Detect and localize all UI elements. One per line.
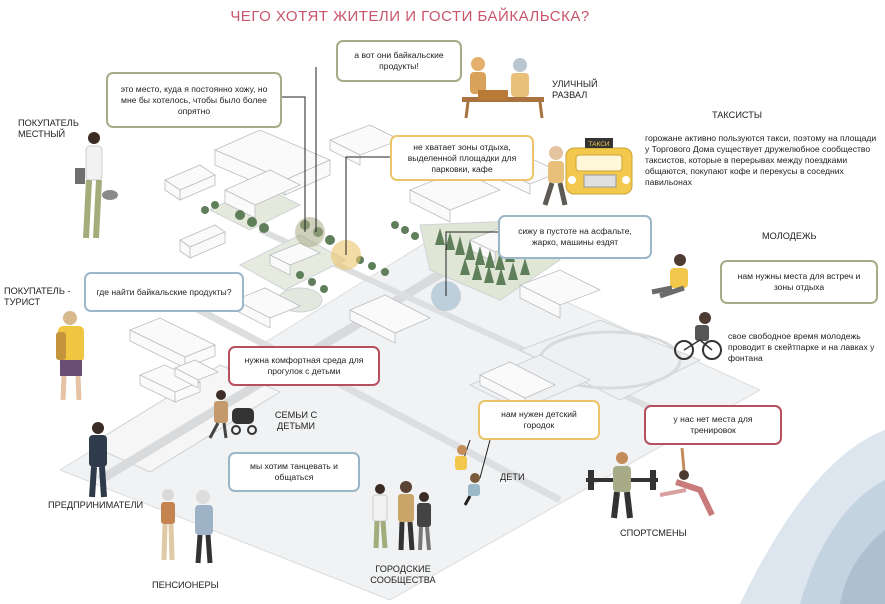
marker-olive xyxy=(295,217,325,247)
kids-swing-figures xyxy=(455,439,491,506)
pensioners-figures xyxy=(161,489,213,564)
bubble-kids: нам нужен детский городок xyxy=(478,400,600,440)
label-street-market: УЛИЧНЫЙ РАЗВАЛ xyxy=(552,79,598,100)
entrepreneur-figure xyxy=(89,422,107,498)
taxi-figure: ТАКСИ xyxy=(542,138,633,206)
bubble-pensioners: мы хотим танцевать и общаться xyxy=(228,452,360,492)
bubble-parking: не хватает зоны отдыха, выделенной площа… xyxy=(390,135,534,181)
bubble-street-market: а вот они байкальские продукты! xyxy=(336,40,462,82)
leader-lines xyxy=(280,67,498,296)
bubble-families: нужна комфортная среда для прогулок с де… xyxy=(228,346,380,386)
local-buyer-figure xyxy=(75,132,118,239)
label-entrepreneurs: ПРЕДПРИНИМАТЕЛИ xyxy=(48,500,144,510)
note-youth: свое свободное время молодежь проводит в… xyxy=(728,331,875,363)
youth-figures xyxy=(651,254,722,360)
bubble-sportsmen: у нас нет места для тренировок xyxy=(644,405,782,445)
family-figures xyxy=(208,390,257,439)
label-sportsmen: СПОРТСМЕНЫ xyxy=(620,528,687,538)
street-market-figures xyxy=(462,57,544,119)
label-pensioners: ПЕНСИОНЕРЫ xyxy=(152,580,219,590)
label-taxi: ТАКСИСТЫ xyxy=(712,110,762,120)
label-youth: МОЛОДЕЖЬ xyxy=(762,231,817,241)
label-tourist: ПОКУПАТЕЛЬ - ТУРИСТ xyxy=(4,286,71,307)
taxi-sign: ТАКСИ xyxy=(588,141,609,148)
bubble-youth: нам нужны места для встреч и зоны отдыха xyxy=(720,260,878,304)
trees xyxy=(201,201,530,293)
bubble-tourist: где найти байкальские продукты? xyxy=(84,272,244,312)
bubble-asphalt: сижу в пустоте на асфальте, жарко, машин… xyxy=(498,215,652,259)
label-kids: ДЕТИ xyxy=(500,472,525,482)
people-figures: ТАКСИ xyxy=(56,57,722,564)
note-taxi: горожане активно пользуются такси, поэто… xyxy=(645,133,877,187)
label-communities: ГОРОДСКИЕ СООБЩЕСТВА xyxy=(370,564,436,585)
communities-figures xyxy=(372,481,431,551)
tourist-figure xyxy=(56,311,84,401)
label-families: СЕМЬИ С ДЕТЬМИ xyxy=(274,410,318,431)
page-title: ЧЕГО ХОТЯТ ЖИТЕЛИ И ГОСТИ БАЙКАЛЬСКА? xyxy=(230,8,590,25)
label-local-buyer: ПОКУПАТЕЛЬ МЕСТНЫЙ xyxy=(18,118,79,139)
buildings xyxy=(129,124,601,409)
decorative-wave xyxy=(740,430,885,604)
sportsmen-figures xyxy=(586,447,715,519)
bubble-local-buyer: это место, куда я постоянно хожу, но мне… xyxy=(106,72,282,128)
